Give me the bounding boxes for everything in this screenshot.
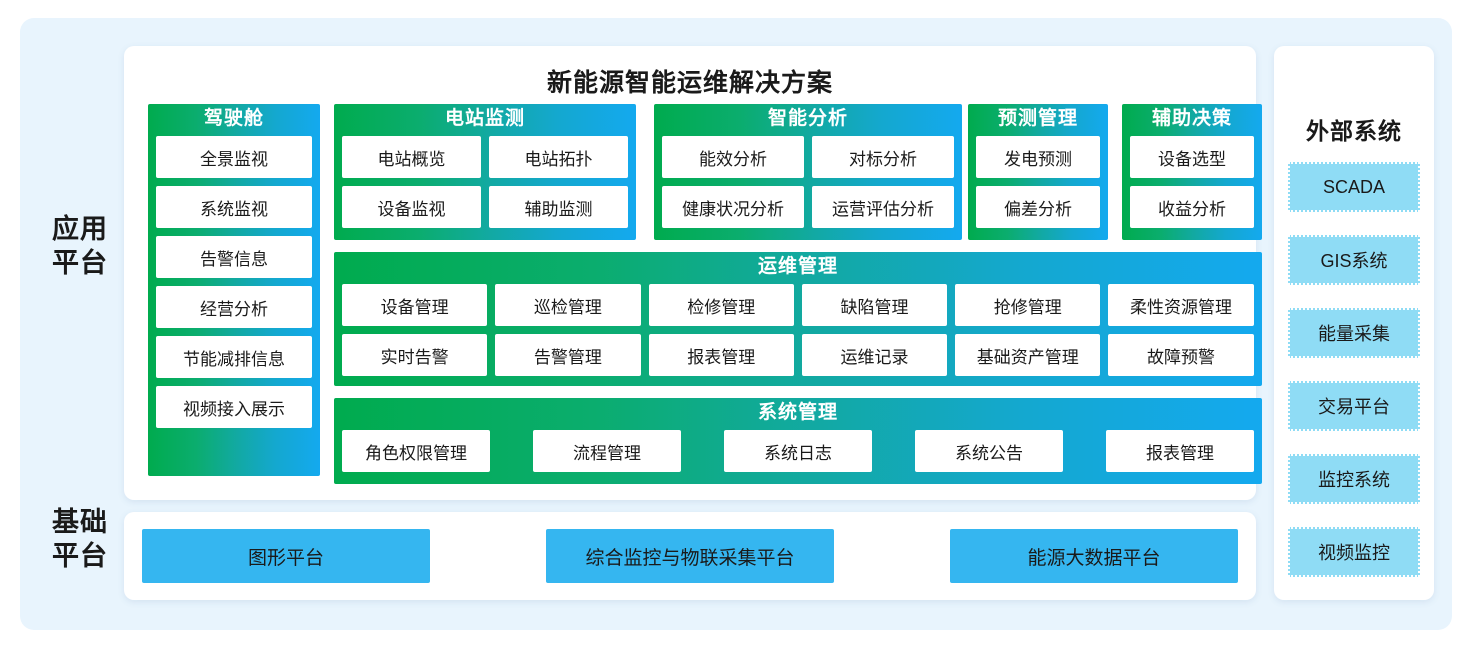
module-card[interactable]: 告警管理 bbox=[495, 334, 641, 376]
section-title-cockpit: 驾驶舱 bbox=[203, 108, 264, 129]
module-card[interactable]: 角色权限管理 bbox=[342, 430, 490, 472]
module-card[interactable]: 节能减排信息 bbox=[156, 336, 312, 378]
solution-title: 新能源智能运维解决方案 bbox=[546, 69, 833, 97]
tier-label-application-platform: 应用 平台 bbox=[52, 214, 108, 278]
module-card[interactable]: 缺陷管理 bbox=[801, 284, 948, 326]
external-system-item[interactable]: GIS系统 bbox=[1288, 235, 1420, 285]
module-card[interactable]: 告警信息 bbox=[156, 236, 312, 278]
section-title-system-management: 系统管理 bbox=[757, 402, 838, 423]
external-system-item[interactable]: 监控系统 bbox=[1288, 454, 1420, 504]
base-platform-item[interactable]: 能源大数据平台 bbox=[950, 529, 1238, 583]
module-card[interactable]: 电站拓扑 bbox=[489, 136, 628, 178]
external-systems-card: 外部系统 SCADA GIS系统 能量采集 交易平台 监控系统 视频监控 bbox=[1274, 46, 1434, 600]
module-card[interactable]: 故障预警 bbox=[1108, 334, 1254, 376]
module-card[interactable]: 柔性资源管理 bbox=[1108, 284, 1254, 326]
module-card[interactable]: 辅助监测 bbox=[489, 186, 628, 228]
external-systems-title: 外部系统 bbox=[1306, 118, 1402, 144]
module-card[interactable]: 检修管理 bbox=[648, 284, 794, 326]
module-card[interactable]: 发电预测 bbox=[976, 136, 1100, 178]
module-card[interactable]: 收益分析 bbox=[1130, 186, 1254, 228]
base-platform-item[interactable]: 图形平台 bbox=[142, 529, 430, 583]
module-card[interactable]: 基础资产管理 bbox=[955, 334, 1101, 376]
section-operations-management: 运维管理 设备管理 巡检管理 检修管理 缺陷管理 抢修管理 柔性资源管理 实时告… bbox=[334, 252, 1262, 386]
section-station-monitoring: 电站监测 电站概览 电站拓扑 设备监视 辅助监测 bbox=[334, 104, 636, 240]
module-card[interactable]: 设备管理 bbox=[342, 284, 488, 326]
section-items-intelligent-analysis: 能效分析 对标分析 健康状况分析 运营评估分析 bbox=[654, 134, 962, 236]
module-card[interactable]: 健康状况分析 bbox=[662, 186, 804, 228]
section-title-station-monitoring: 电站监测 bbox=[444, 108, 525, 129]
module-card[interactable]: 报表管理 bbox=[1106, 430, 1254, 472]
module-card[interactable]: 实时告警 bbox=[342, 334, 488, 376]
module-card[interactable]: 流程管理 bbox=[533, 430, 681, 472]
section-title-decision-support: 辅助决策 bbox=[1151, 108, 1232, 129]
module-card[interactable]: 经营分析 bbox=[156, 286, 312, 328]
section-system-management: 系统管理 角色权限管理 流程管理 系统日志 系统公告 报表管理 bbox=[334, 398, 1262, 484]
module-card[interactable]: 运维记录 bbox=[801, 334, 948, 376]
module-card[interactable]: 电站概览 bbox=[342, 136, 481, 178]
section-forecast-management: 预测管理 发电预测 偏差分析 bbox=[968, 104, 1108, 240]
module-card[interactable]: 运营评估分析 bbox=[812, 186, 954, 228]
module-card[interactable]: 设备选型 bbox=[1130, 136, 1254, 178]
base-platform-list: 图形平台 综合监控与物联采集平台 能源大数据平台 bbox=[142, 529, 1238, 583]
module-card[interactable]: 系统日志 bbox=[724, 430, 872, 472]
section-cockpit: 驾驶舱 全景监视 系统监视 告警信息 经营分析 节能减排信息 视频接入展示 bbox=[148, 104, 320, 476]
section-items-system-management: 角色权限管理 流程管理 系统日志 系统公告 报表管理 bbox=[334, 428, 1262, 480]
module-card[interactable]: 系统监视 bbox=[156, 186, 312, 228]
section-items-forecast-management: 发电预测 偏差分析 bbox=[968, 134, 1108, 236]
external-system-item[interactable]: SCADA bbox=[1288, 162, 1420, 212]
external-system-item[interactable]: 交易平台 bbox=[1288, 381, 1420, 431]
base-platform-card: 图形平台 综合监控与物联采集平台 能源大数据平台 bbox=[124, 512, 1256, 600]
section-title-forecast-management: 预测管理 bbox=[997, 108, 1078, 129]
module-card[interactable]: 对标分析 bbox=[812, 136, 954, 178]
module-card[interactable]: 系统公告 bbox=[915, 430, 1063, 472]
section-items-station-monitoring: 电站概览 电站拓扑 设备监视 辅助监测 bbox=[334, 134, 636, 236]
section-decision-support: 辅助决策 设备选型 收益分析 bbox=[1122, 104, 1262, 240]
tier-label-base-platform: 基础 平台 bbox=[52, 507, 108, 571]
external-systems-list: SCADA GIS系统 能量采集 交易平台 监控系统 视频监控 bbox=[1288, 162, 1420, 600]
section-items-decision-support: 设备选型 收益分析 bbox=[1122, 134, 1262, 236]
section-items-operations-management: 设备管理 巡检管理 检修管理 缺陷管理 抢修管理 柔性资源管理 实时告警 告警管… bbox=[334, 282, 1262, 384]
module-card[interactable]: 能效分析 bbox=[662, 136, 804, 178]
module-card[interactable]: 设备监视 bbox=[342, 186, 481, 228]
section-intelligent-analysis: 智能分析 能效分析 对标分析 健康状况分析 运营评估分析 bbox=[654, 104, 962, 240]
module-card[interactable]: 巡检管理 bbox=[495, 284, 641, 326]
module-card[interactable]: 偏差分析 bbox=[976, 186, 1100, 228]
module-card[interactable]: 抢修管理 bbox=[955, 284, 1101, 326]
section-items-cockpit: 全景监视 系统监视 告警信息 经营分析 节能减排信息 视频接入展示 bbox=[148, 134, 320, 436]
base-platform-item[interactable]: 综合监控与物联采集平台 bbox=[546, 529, 834, 583]
section-title-intelligent-analysis: 智能分析 bbox=[767, 108, 848, 129]
section-title-operations-management: 运维管理 bbox=[757, 256, 838, 277]
external-system-item[interactable]: 能量采集 bbox=[1288, 308, 1420, 358]
module-card[interactable]: 全景监视 bbox=[156, 136, 312, 178]
external-system-item[interactable]: 视频监控 bbox=[1288, 527, 1420, 577]
module-card[interactable]: 视频接入展示 bbox=[156, 386, 312, 428]
module-card[interactable]: 报表管理 bbox=[648, 334, 794, 376]
